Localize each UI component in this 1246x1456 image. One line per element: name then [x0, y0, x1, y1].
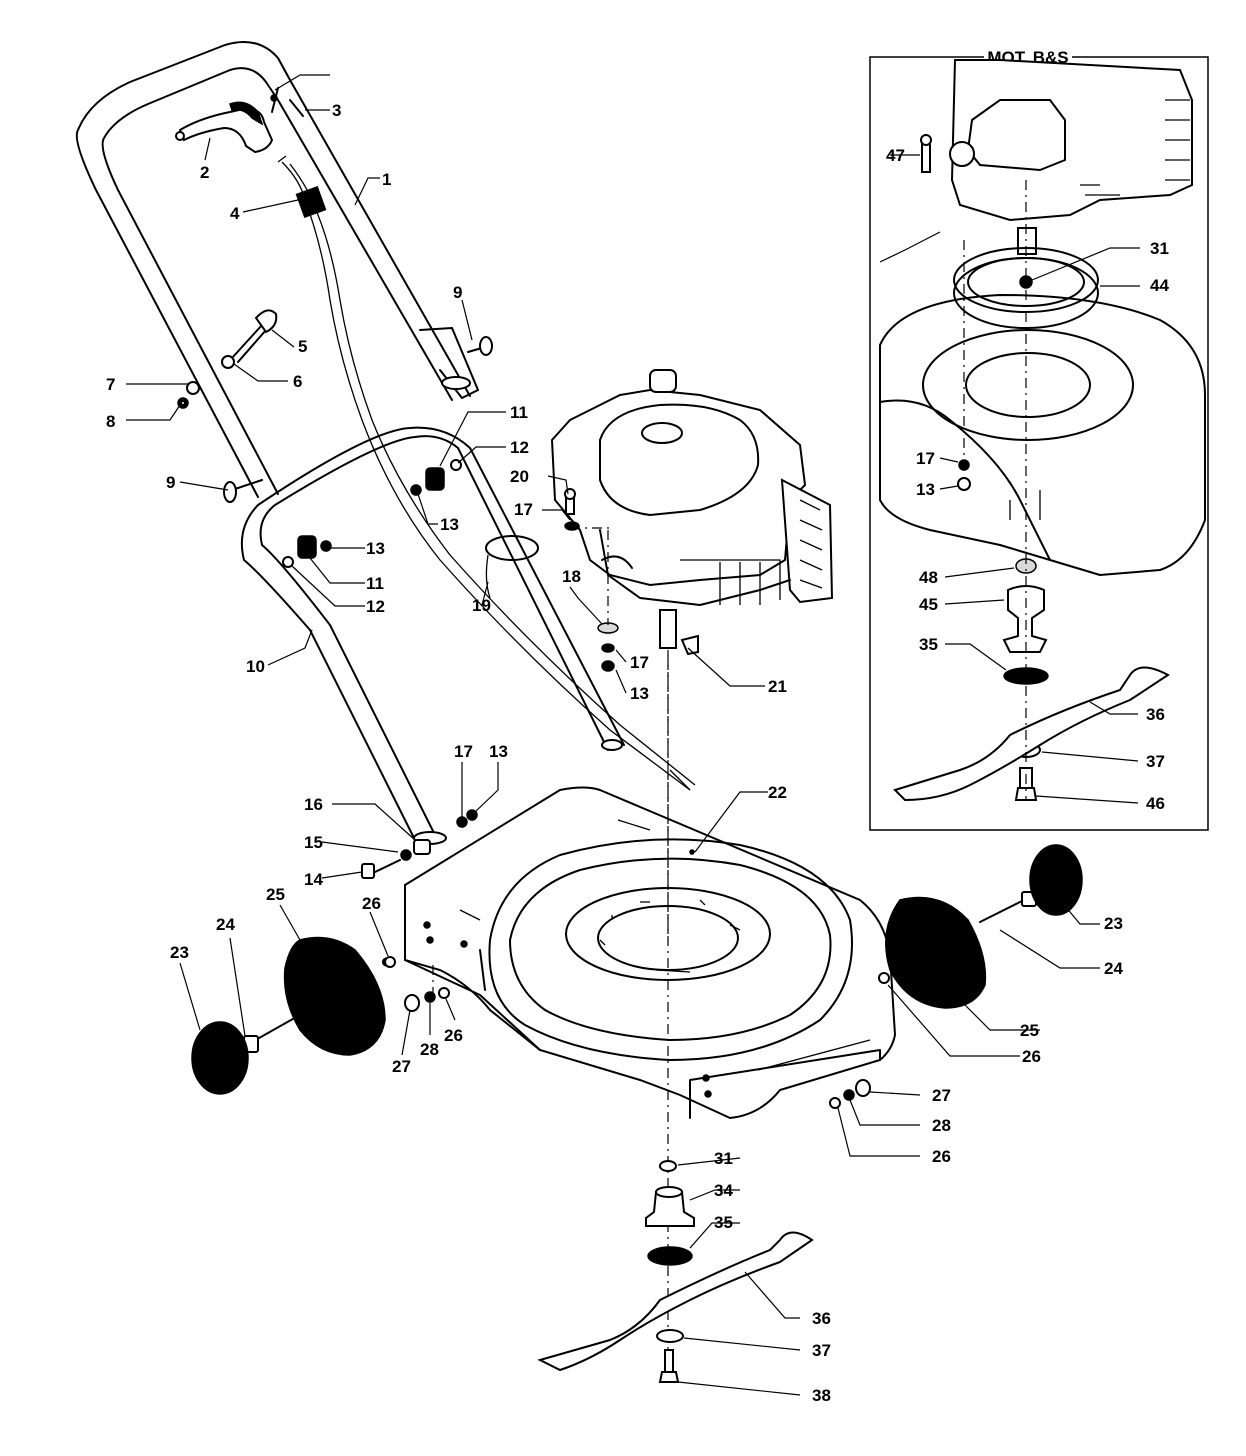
label-27-b: 27 — [932, 1086, 951, 1105]
label-26-d: 26 — [932, 1147, 951, 1166]
label-18: 18 — [562, 567, 581, 586]
part-labels: 1 2 3 4 5 6 7 8 9 9 10 11 11 12 12 13 13… — [106, 101, 1169, 1405]
label-11-upper: 11 — [510, 403, 528, 422]
label-26-b: 26 — [444, 1026, 463, 1045]
throttle-cable — [277, 155, 696, 791]
label-24-left: 24 — [216, 915, 235, 934]
washer-6 — [221, 355, 235, 369]
knob-11-left — [282, 535, 332, 568]
label-36: 36 — [812, 1309, 831, 1328]
label-25-left: 25 — [266, 885, 285, 904]
wheel-left — [191, 936, 394, 1095]
label-37: 37 — [812, 1341, 831, 1360]
cable-adjuster — [231, 309, 278, 363]
label-13-d: 13 — [489, 742, 508, 761]
label-34: 34 — [714, 1181, 733, 1200]
cable-tie — [485, 535, 539, 561]
label-3: 3 — [332, 101, 341, 120]
label-21: 21 — [768, 677, 787, 696]
label-11-lower: 11 — [366, 574, 384, 593]
label-17-d: 17 — [916, 449, 935, 468]
label-20: 20 — [510, 467, 529, 486]
label-15: 15 — [304, 833, 323, 852]
label-5: 5 — [298, 337, 307, 356]
label-7: 7 — [106, 375, 115, 394]
label-35-inset: 35 — [919, 635, 938, 654]
bolt-38 — [658, 1349, 680, 1383]
nut-26-c — [829, 1097, 841, 1109]
engine-fasteners — [564, 488, 619, 672]
label-38: 38 — [812, 1386, 831, 1405]
knob-11-right — [410, 459, 462, 496]
mower-deck — [404, 786, 897, 1120]
label-31: 31 — [714, 1149, 733, 1168]
lower-handle — [240, 426, 625, 845]
label-13-b: 13 — [366, 539, 385, 558]
washer-31 — [659, 1160, 677, 1172]
label-23-right: 23 — [1104, 914, 1123, 933]
label-19: 19 — [472, 596, 491, 615]
label-46: 46 — [1146, 794, 1165, 813]
label-13-e: 13 — [916, 480, 935, 499]
label-12-upper: 12 — [510, 438, 529, 457]
label-17-b: 17 — [630, 653, 649, 672]
label-44: 44 — [1150, 276, 1169, 295]
bolt-9-upper — [467, 336, 493, 356]
inset-blade-36 — [893, 666, 1170, 802]
label-26-a: 26 — [362, 894, 381, 913]
adapter-34 — [645, 1186, 695, 1227]
label-35: 35 — [714, 1213, 733, 1232]
washer-27-b — [855, 1079, 871, 1097]
label-4: 4 — [230, 204, 240, 223]
label-28-b: 28 — [932, 1116, 951, 1135]
label-28-a: 28 — [420, 1040, 439, 1059]
label-23-left: 23 — [170, 943, 189, 962]
bail-lever — [175, 101, 274, 154]
bolt-9-lower — [223, 479, 263, 503]
label-26-c: 26 — [1022, 1047, 1041, 1066]
wheel-right — [878, 844, 1083, 1009]
inset-engine — [949, 59, 1193, 255]
label-45: 45 — [919, 595, 938, 614]
label-8: 8 — [106, 412, 115, 431]
label-2: 2 — [200, 163, 209, 182]
label-36-inset: 36 — [1146, 705, 1165, 724]
washer-35 — [647, 1246, 693, 1266]
label-12-lower: 12 — [366, 597, 385, 616]
inset-fasteners — [920, 134, 1049, 801]
label-24-right: 24 — [1104, 959, 1123, 978]
blade-36 — [537, 1231, 814, 1372]
label-1: 1 — [382, 170, 391, 189]
label-10: 10 — [246, 657, 265, 676]
pins — [270, 87, 304, 117]
label-13-c: 13 — [630, 684, 649, 703]
label-37-inset: 37 — [1146, 752, 1165, 771]
washer-7 — [186, 381, 200, 395]
label-17-a: 17 — [514, 500, 533, 519]
label-47: 47 — [886, 146, 905, 165]
label-27-a: 27 — [392, 1057, 411, 1076]
label-48: 48 — [919, 568, 938, 587]
upper-handle — [75, 41, 479, 498]
leader-lines — [126, 74, 1140, 1396]
label-31-inset: 31 — [1150, 239, 1169, 258]
washer-37 — [656, 1329, 684, 1343]
washer-28-b — [843, 1089, 855, 1101]
inset-deck — [879, 294, 1206, 576]
nut-26-a — [384, 956, 396, 968]
nut-26-b — [438, 987, 450, 999]
washer-27-a — [404, 994, 420, 1012]
label-16: 16 — [304, 795, 323, 814]
label-6: 6 — [293, 372, 302, 391]
engine — [550, 369, 834, 656]
label-9-lower: 9 — [166, 473, 175, 492]
label-17-c: 17 — [454, 742, 473, 761]
label-13-a: 13 — [440, 515, 459, 534]
label-9-upper: 9 — [453, 283, 462, 302]
label-25-right: 25 — [1020, 1021, 1039, 1040]
label-14: 14 — [304, 870, 323, 889]
label-22: 22 — [768, 783, 787, 802]
